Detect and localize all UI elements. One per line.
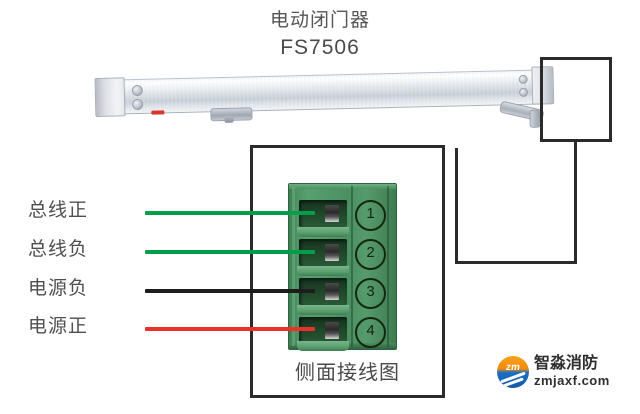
wire-label-3: 电源负: [28, 278, 89, 299]
callout-leader-line: [455, 148, 458, 264]
wire-label-4: 电源正: [28, 316, 89, 337]
terminal-lip-3: [297, 305, 349, 315]
wire-line-1: [145, 211, 315, 215]
terminal-lip-1: [297, 227, 349, 237]
wire-line-4: [145, 327, 315, 331]
terminal-screw-icon: [325, 244, 339, 261]
watermark: zm 智淼消防 zmjaxf.com: [497, 352, 633, 394]
terminal-number-1: 1: [355, 200, 386, 231]
terminal-block-divider: [351, 186, 353, 347]
terminal-lip-2: [297, 266, 349, 276]
brand-logo-icon: zm: [497, 356, 529, 388]
terminal-number-4: 4: [355, 317, 386, 348]
page-title: 电动闭门器 FS7506: [0, 8, 640, 62]
terminal-block: 1 2 3 4: [288, 183, 397, 351]
logo-monogram: zm: [505, 362, 521, 373]
terminal-screw-icon: [325, 322, 339, 339]
brushed-texture: [94, 70, 551, 114]
product-name-cn: 电动闭门器: [269, 10, 370, 31]
red-indicator-light: [151, 110, 165, 115]
terminal-number-2: 2: [355, 239, 386, 270]
detail-view-frame: [250, 145, 445, 398]
wire-line-2: [145, 250, 315, 254]
door-closer-device: [94, 65, 555, 128]
callout-leader-line: [574, 142, 577, 264]
left-end-cap: [94, 77, 126, 117]
wire-label-2: 总线负: [28, 239, 89, 260]
terminal-number-3: 3: [355, 278, 386, 309]
terminal-block-divider: [387, 186, 389, 347]
callout-highlight-box: [540, 57, 612, 142]
detail-caption: 侧面接线图: [295, 362, 400, 384]
brand-name: 智淼消防: [534, 355, 599, 372]
bracket-nub: [224, 115, 234, 123]
terminal-block-top-edge: [289, 184, 396, 189]
terminal-lip-4: [297, 341, 349, 351]
product-model: FS7506: [280, 36, 360, 59]
callout-leader-line: [455, 261, 577, 264]
terminal-screw-icon: [325, 205, 339, 222]
wire-line-3: [145, 289, 315, 293]
wire-label-1: 总线正: [28, 200, 89, 221]
terminal-block-left-rail: [292, 187, 295, 346]
brand-url: zmjaxf.com: [534, 373, 610, 388]
terminal-screw-icon: [325, 283, 339, 300]
aluminium-bar: [94, 69, 551, 115]
